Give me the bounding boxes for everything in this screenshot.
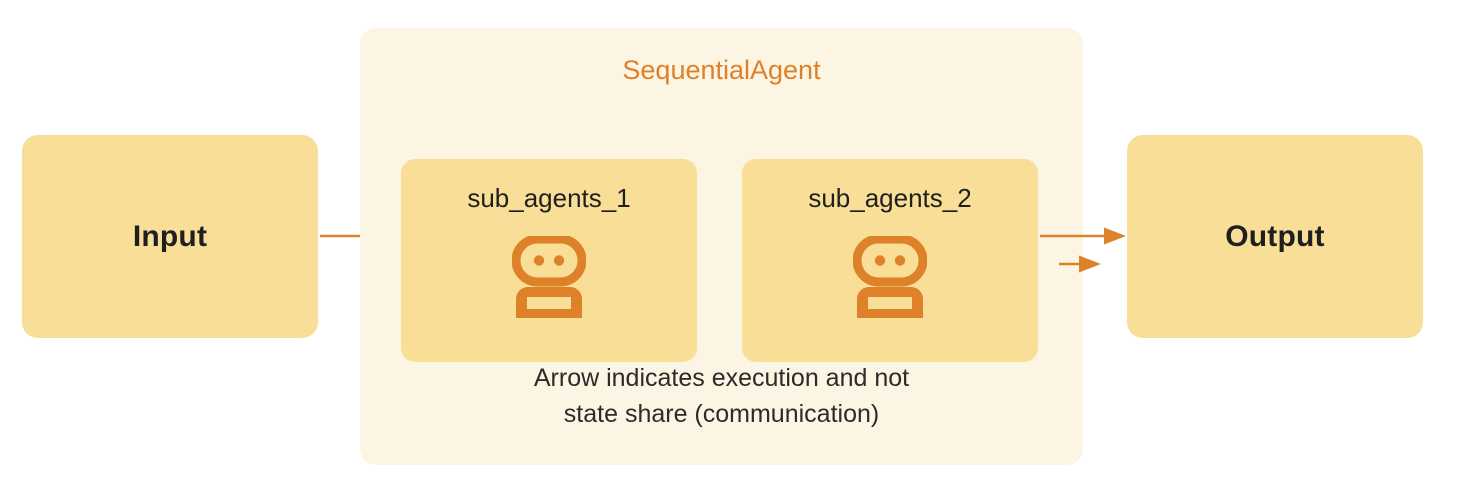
sub-agents-2-card: sub_agents_2 xyxy=(742,159,1038,362)
sub-agents-1-card: sub_agents_1 xyxy=(401,159,697,362)
sequential-agent-title: SequentialAgent xyxy=(622,55,821,85)
robot-icon xyxy=(511,234,587,322)
panel-caption-line-2: state share (communication) xyxy=(563,399,880,428)
input-card: Input xyxy=(22,135,318,338)
sub-agents-1-label: sub_agents_1 xyxy=(467,183,631,213)
output-card: Output xyxy=(1127,135,1423,338)
sub-agents-2-label: sub_agents_2 xyxy=(808,183,972,213)
robot-icon xyxy=(852,234,928,322)
sequential-agent-panel: SequentialAgent sub_agents_1 xyxy=(360,28,1101,465)
arrow-sub-agents-2-to-output-icon xyxy=(1040,223,1126,249)
arrow-sub-agents-1-to-sub-agents-2-icon xyxy=(1059,251,1101,277)
output-label: Output xyxy=(1225,219,1325,253)
panel-caption: Arrow indicates execution and not state … xyxy=(360,361,1083,432)
panel-caption-line-1: Arrow indicates execution and not xyxy=(533,364,910,392)
input-label: Input xyxy=(132,219,208,253)
